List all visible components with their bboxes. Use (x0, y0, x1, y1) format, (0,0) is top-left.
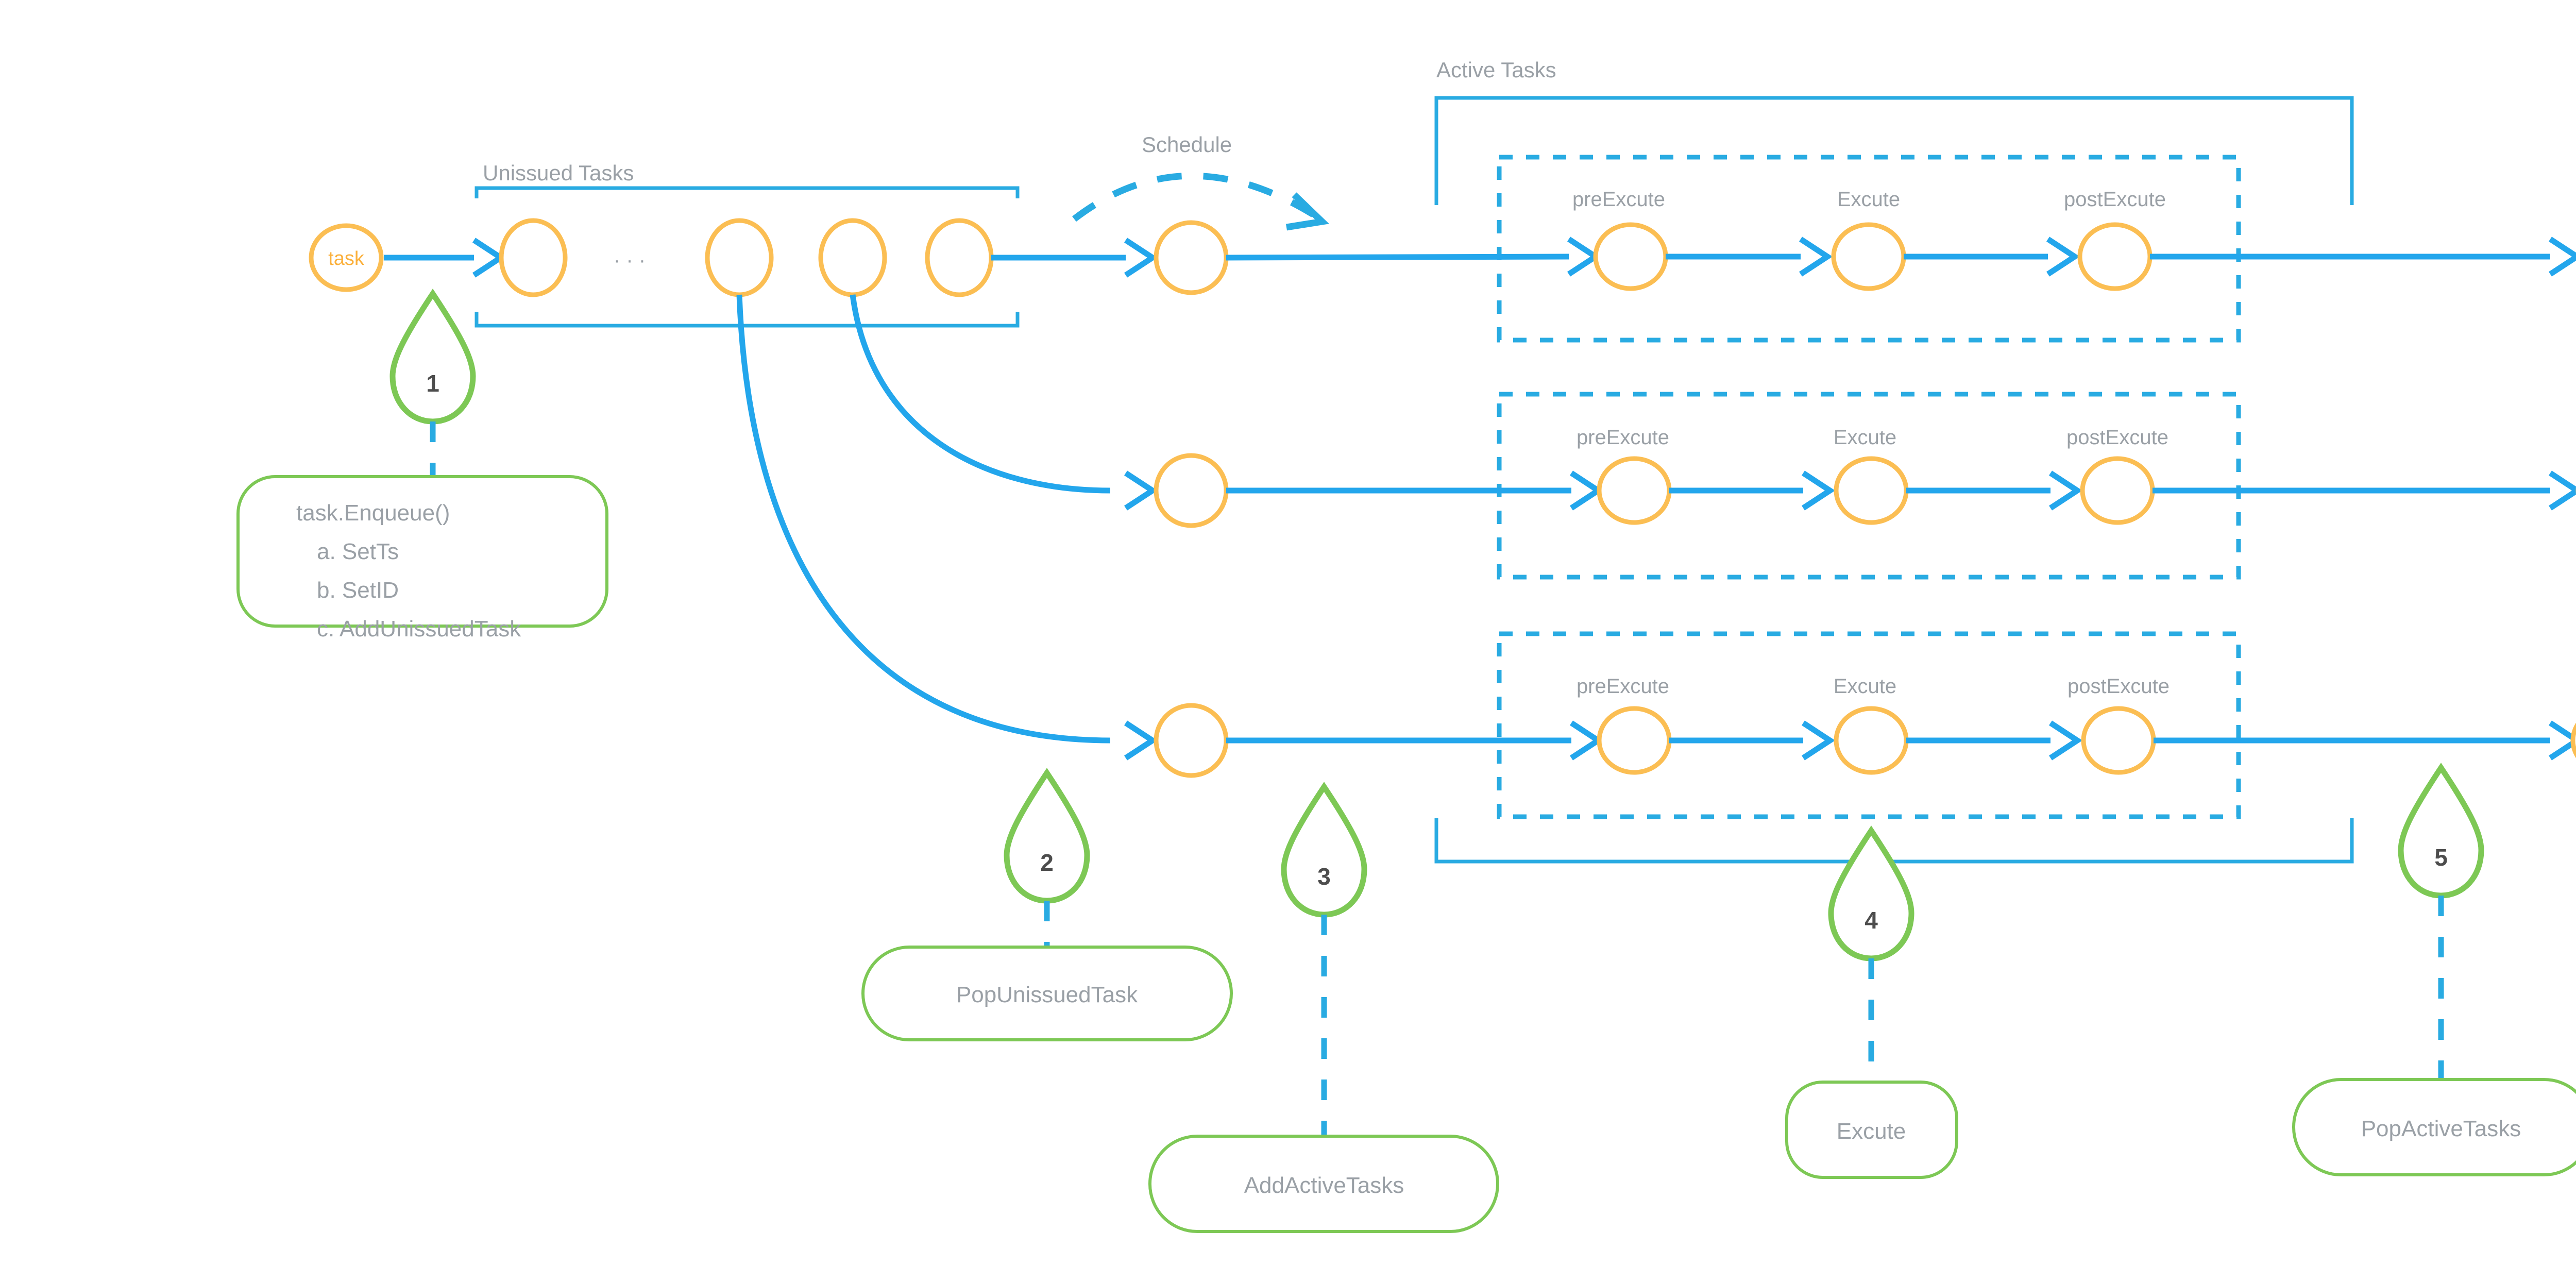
callout-enqueue-step-a: a. SetTs (317, 539, 399, 564)
row-3-exit-node[interactable] (2570, 709, 2576, 772)
marker-4[interactable]: 4 (1828, 825, 1914, 962)
row-2-post-node[interactable] (2080, 456, 2155, 525)
callout-pop-active[interactable]: PopActiveTasks (2292, 1078, 2576, 1176)
row-3-post-node[interactable] (2081, 706, 2156, 775)
unissued-node-4[interactable] (925, 218, 994, 297)
row-1-post-node[interactable] (2077, 222, 2153, 291)
row-3-entry-node[interactable] (1154, 703, 1229, 778)
marker-1-number: 1 (426, 370, 439, 397)
callout-pop-unissued-label: PopUnissuedTask (956, 982, 1138, 1007)
row-2-post-label: postExcute (2066, 426, 2168, 449)
row-2-pre-node[interactable] (1597, 456, 1672, 525)
curve-unissued-to-row-3 (736, 294, 1111, 744)
unissued-tasks-label: Unissued Tasks (483, 161, 634, 185)
stage-box-row-1 (1497, 155, 2241, 343)
row-2-entry-node[interactable] (1154, 453, 1229, 528)
unissued-node-2[interactable] (705, 218, 774, 297)
callout-add-active[interactable]: AddActiveTasks (1148, 1135, 1499, 1233)
marker-2[interactable]: 2 (1004, 768, 1090, 904)
row-2-exec-label: Excute (1834, 426, 1896, 449)
queue-ellipsis: · · · (614, 249, 646, 272)
active-tasks-label: Active Tasks (1436, 58, 1556, 82)
callout-enqueue-title: task.Enqueue() (296, 500, 450, 526)
callout-enqueue[interactable]: task.Enqueue() a. SetTs b. SetID c. AddU… (236, 475, 608, 642)
callout-pop-unissued[interactable]: PopUnissuedTask (861, 946, 1233, 1041)
flow-r1-entry-to-pre (1226, 254, 1569, 261)
active-tasks-bracket-bottom (1434, 818, 2354, 864)
task-source-node[interactable] (309, 223, 384, 292)
unissued-tasks-bracket-bottom (474, 312, 1020, 328)
row-3-pre-label: preExcute (1577, 675, 1669, 698)
unissued-tasks-bracket-top (474, 186, 1020, 198)
row-3-post-label: postExcute (2067, 675, 2170, 698)
curve-unissued-to-row-2 (850, 294, 1111, 494)
row-1-pre-node[interactable] (1593, 222, 1668, 291)
row-3-exec-label: Excute (1834, 675, 1896, 698)
row-1-post-label: postExcute (2064, 188, 2166, 211)
callout-pop-active-label: PopActiveTasks (2361, 1116, 2521, 1141)
row-3-exec-node[interactable] (1834, 706, 1909, 775)
callout-excute[interactable]: Excute (1785, 1081, 1958, 1179)
row-2-exec-node[interactable] (1834, 456, 1909, 525)
stage-box-row-3 (1497, 631, 2241, 819)
marker-2-number: 2 (1040, 849, 1054, 876)
unissued-node-3[interactable] (818, 218, 887, 297)
marker-5[interactable]: 5 (2398, 763, 2484, 899)
schedule-dashed-arrow (1072, 172, 1318, 222)
marker-3[interactable]: 3 (1281, 782, 1367, 918)
marker-1[interactable]: 1 (389, 289, 476, 425)
row-2-pre-label: preExcute (1577, 426, 1669, 449)
marker-3-number: 3 (1317, 863, 1331, 890)
row-1-entry-node[interactable] (1154, 220, 1229, 295)
callout-enqueue-step-c: c. AddUnissuedTask (317, 616, 521, 642)
row-3-pre-node[interactable] (1597, 706, 1672, 775)
schedule-label: Schedule (1142, 132, 1232, 157)
marker-5-number: 5 (2434, 844, 2448, 871)
unissued-node-1[interactable] (499, 218, 568, 297)
active-tasks-bracket-top (1434, 96, 2354, 205)
row-1-pre-label: preExcute (1572, 188, 1665, 211)
stage-box-row-2 (1497, 392, 2241, 580)
callout-excute-label: Excute (1837, 1119, 1906, 1144)
schedule-arrowhead (1285, 192, 1329, 231)
row-1-exec-label: Excute (1837, 188, 1900, 211)
marker-4-number: 4 (1865, 907, 1878, 934)
callout-add-active-label: AddActiveTasks (1244, 1173, 1404, 1198)
task-source-label: task (328, 248, 365, 269)
row-1-exec-node[interactable] (1831, 222, 1906, 291)
callout-enqueue-step-b: b. SetID (317, 578, 399, 603)
